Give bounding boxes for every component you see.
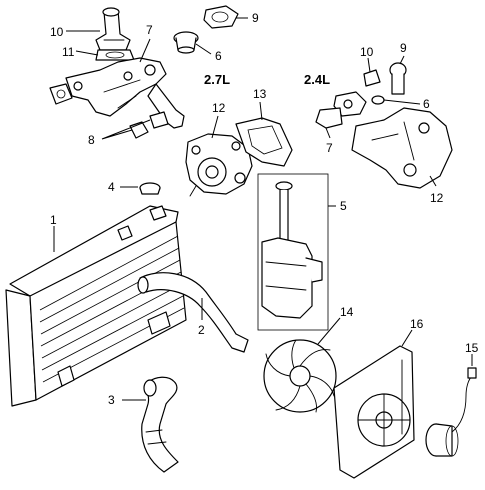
callout-6-left: 6 bbox=[215, 49, 222, 63]
callout-14: 14 bbox=[340, 305, 354, 319]
callout-9-left: 9 bbox=[252, 11, 259, 25]
callout-16: 16 bbox=[410, 317, 424, 331]
water-pump-2-4l bbox=[351, 107, 453, 189]
outlet-gasket-right-2-7l bbox=[129, 111, 169, 139]
callout-10-left: 10 bbox=[50, 25, 64, 39]
callout-10-right: 10 bbox=[360, 45, 374, 59]
callout-7-right: 7 bbox=[326, 141, 333, 155]
callout-4: 4 bbox=[108, 180, 115, 194]
callout-5: 5 bbox=[340, 199, 347, 213]
coolant-reservoir bbox=[257, 173, 329, 331]
water-outlet-2-4l bbox=[315, 91, 367, 129]
outlet-gasket-left-2-7l bbox=[49, 83, 73, 105]
upper-radiator-hose bbox=[137, 272, 249, 353]
thermostat-housing-2-4l bbox=[363, 69, 381, 87]
callout-13: 13 bbox=[253, 87, 267, 101]
callout-2: 2 bbox=[198, 323, 205, 337]
callout-12-right: 12 bbox=[430, 191, 444, 205]
callout-7-left: 7 bbox=[146, 23, 153, 37]
callout-11: 11 bbox=[62, 45, 75, 59]
radiator-cap bbox=[139, 182, 161, 195]
water-pump-2-7l bbox=[185, 133, 253, 197]
callout-1: 1 bbox=[50, 213, 57, 227]
thermostat-gasket-2-7l bbox=[203, 5, 239, 29]
engine-label-2-7l: 2.7L bbox=[204, 72, 230, 87]
thermostat-housing-2-7l bbox=[95, 7, 131, 51]
thermostat-2-4l bbox=[389, 62, 407, 95]
callout-3: 3 bbox=[108, 393, 115, 407]
leader-lines bbox=[53, 17, 473, 401]
water-pump-gasket-2-7l bbox=[235, 117, 293, 167]
water-outlet-2-7l bbox=[65, 57, 185, 129]
fan-motor bbox=[425, 423, 459, 457]
engine-label-2-4l: 2.4L bbox=[304, 72, 330, 87]
lower-radiator-hose bbox=[141, 376, 179, 473]
callout-8: 8 bbox=[88, 133, 95, 147]
callout-6-right: 6 bbox=[423, 97, 430, 111]
housing-gasket-2-7l bbox=[95, 49, 135, 61]
radiator bbox=[5, 205, 187, 407]
cooling-fan bbox=[263, 339, 337, 413]
fan-motor-wire bbox=[451, 367, 477, 433]
callout-12-left: 12 bbox=[212, 101, 226, 115]
callout-9-right: 9 bbox=[400, 41, 407, 55]
callout-15: 15 bbox=[465, 341, 479, 355]
thermostat-gasket-2-4l bbox=[371, 95, 385, 105]
thermostat-2-7l bbox=[173, 31, 199, 54]
fan-shroud bbox=[333, 345, 415, 479]
